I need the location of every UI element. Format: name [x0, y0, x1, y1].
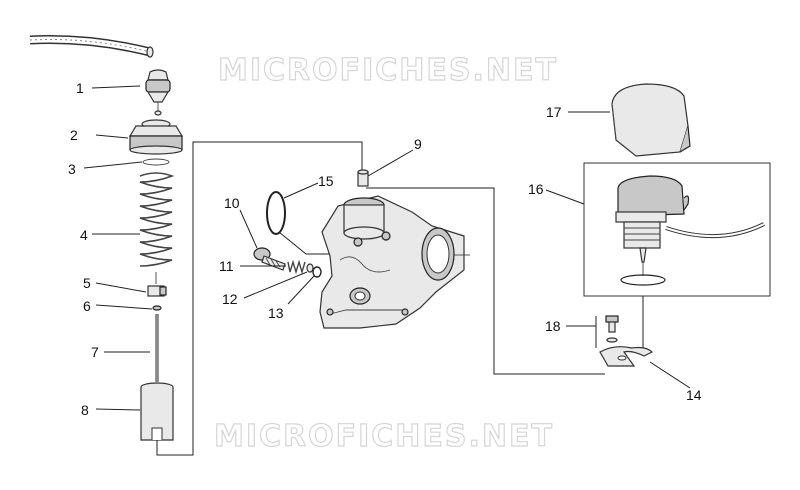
label-part-16: 16	[528, 181, 544, 197]
part-14-bracket	[599, 346, 654, 367]
part-2-top-cap	[128, 119, 184, 155]
label-part-6: 6	[83, 298, 91, 314]
watermark-top: MICROFICHES.NET	[218, 53, 558, 88]
part-11-screw-spring	[287, 259, 306, 275]
label-part-13: 13	[268, 305, 284, 321]
connector-slide-to-body	[156, 141, 363, 456]
label-part-11: 11	[219, 258, 234, 274]
throttle-cable	[29, 35, 154, 58]
part-6-circlip	[152, 305, 162, 311]
part-3-o-ring	[142, 158, 170, 166]
part-18-screw-and-washer	[605, 315, 619, 343]
part-5-needle-retainer	[147, 272, 167, 297]
label-part-4: 4	[80, 227, 88, 243]
label-part-2: 2	[70, 127, 78, 143]
label-part-5: 5	[83, 275, 91, 291]
part-9-carburetor-body	[319, 169, 470, 329]
part-10-idle-screw	[253, 247, 286, 271]
label-part-8: 8	[81, 402, 89, 418]
label-part-14: 14	[686, 387, 702, 403]
part-1-adjuster-cap	[145, 69, 171, 116]
part-15-o-ring	[266, 191, 286, 235]
part-8-throttle-slide	[140, 382, 174, 441]
watermark-bottom: MICROFICHES.NET	[214, 419, 554, 454]
part-13-o-ring	[312, 266, 322, 278]
part-number-labels: 1 2 3 4 5 6 7 8 9 10 11 12 13 14 15 16 1…	[68, 80, 702, 418]
label-part-1: 1	[76, 80, 84, 96]
label-part-17: 17	[546, 104, 562, 120]
leader-lines	[83, 85, 691, 411]
connector-body-to-choke	[366, 187, 605, 375]
part-4-spring	[139, 172, 175, 267]
label-part-12: 12	[222, 291, 238, 307]
label-part-7: 7	[91, 344, 99, 360]
part-12-washer	[306, 263, 314, 273]
label-part-9: 9	[414, 136, 422, 152]
part-16-cold-start-device	[615, 175, 765, 286]
label-part-15: 15	[318, 173, 334, 189]
label-part-3: 3	[68, 161, 76, 177]
label-part-10: 10	[224, 195, 240, 211]
label-part-18: 18	[545, 318, 561, 334]
part-17-choke-cover	[611, 83, 691, 157]
